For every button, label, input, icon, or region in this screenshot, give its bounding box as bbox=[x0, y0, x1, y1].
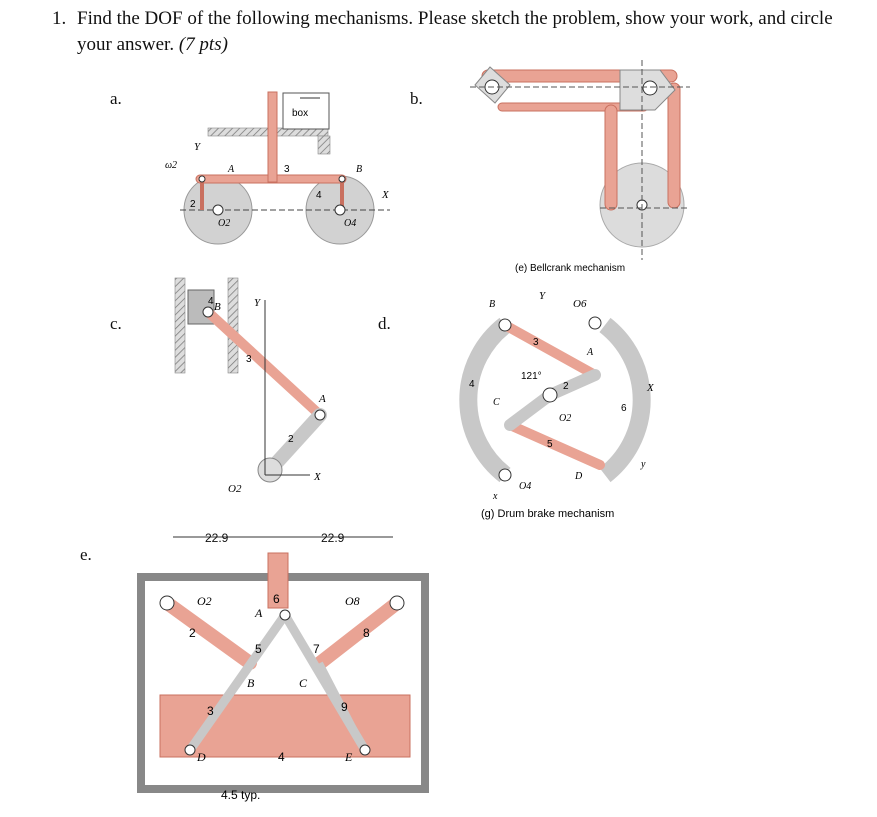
svg-text:Y: Y bbox=[254, 297, 262, 309]
svg-text:3: 3 bbox=[284, 164, 290, 175]
svg-text:Y: Y bbox=[539, 290, 547, 302]
box-label: box bbox=[292, 108, 308, 119]
svg-text:2: 2 bbox=[190, 199, 196, 210]
svg-text:C: C bbox=[299, 676, 308, 690]
svg-text:4.5 typ.: 4.5 typ. bbox=[221, 788, 260, 802]
svg-text:E: E bbox=[344, 750, 353, 764]
question-text: Find the DOF of the following mechanisms… bbox=[77, 6, 847, 58]
pivot-o2 bbox=[212, 204, 224, 216]
question-body: Find the DOF of the following mechanisms… bbox=[77, 8, 833, 55]
svg-text:4: 4 bbox=[278, 750, 285, 764]
svg-text:4: 4 bbox=[469, 379, 475, 390]
svg-text:7: 7 bbox=[313, 642, 320, 656]
svg-text:5: 5 bbox=[255, 642, 262, 656]
svg-text:O4: O4 bbox=[519, 481, 531, 492]
svg-text:6: 6 bbox=[273, 592, 280, 606]
brake-shoe-6 bbox=[599, 317, 651, 483]
figure-b: (e) Bellcrank mechanism bbox=[470, 60, 690, 274]
svg-text:O2: O2 bbox=[197, 594, 212, 608]
pivot-o4 bbox=[334, 204, 346, 216]
link-3-post bbox=[267, 91, 278, 183]
svg-text:3: 3 bbox=[533, 337, 539, 348]
figure-a: box ω2 Y X A B 2 3 4 O2 O4 bbox=[165, 91, 390, 245]
svg-text:121°: 121° bbox=[521, 371, 542, 382]
svg-text:X: X bbox=[646, 382, 655, 394]
svg-text:2: 2 bbox=[288, 434, 294, 445]
svg-text:3: 3 bbox=[246, 354, 252, 365]
svg-text:4: 4 bbox=[316, 190, 322, 201]
svg-text:B: B bbox=[214, 301, 221, 313]
part-a-label: a. bbox=[110, 89, 122, 108]
link-2 bbox=[160, 596, 257, 670]
part-d-label: d. bbox=[378, 314, 391, 333]
svg-text:y: y bbox=[640, 459, 646, 470]
svg-text:X: X bbox=[381, 189, 390, 201]
svg-text:X: X bbox=[313, 471, 322, 483]
svg-text:O6: O6 bbox=[573, 298, 587, 310]
svg-text:22.9: 22.9 bbox=[205, 531, 229, 545]
svg-text:2: 2 bbox=[189, 626, 196, 640]
part-b-label: b. bbox=[410, 89, 423, 108]
svg-text:B: B bbox=[489, 299, 495, 310]
question-number: 1. bbox=[52, 8, 67, 29]
figure-c: B A Y X 2 3 4 O2 bbox=[174, 277, 327, 495]
svg-text:A: A bbox=[586, 347, 594, 358]
link-3 bbox=[187, 661, 253, 752]
svg-text:8: 8 bbox=[363, 626, 370, 640]
svg-text:A: A bbox=[254, 606, 263, 620]
link-vertical-2 bbox=[667, 82, 681, 209]
svg-text:4: 4 bbox=[208, 296, 214, 307]
question-points: (7 pts) bbox=[178, 34, 228, 55]
box-block bbox=[282, 92, 330, 130]
svg-text:9: 9 bbox=[341, 700, 348, 714]
svg-text:D: D bbox=[196, 750, 206, 764]
drum-brake-caption: (g) Drum brake mechanism bbox=[481, 508, 614, 520]
svg-text:Y: Y bbox=[194, 141, 202, 153]
svg-text:A: A bbox=[227, 164, 235, 175]
link-vertical-1 bbox=[604, 104, 618, 211]
svg-text:6: 6 bbox=[621, 403, 627, 414]
figure-d: B Y O6 3 A 4 121° 2 X C O2 6 5 y x O4 D … bbox=[459, 290, 655, 520]
svg-text:O2: O2 bbox=[218, 218, 230, 229]
bellcrank-caption: (e) Bellcrank mechanism bbox=[515, 263, 625, 274]
svg-text:B: B bbox=[247, 676, 255, 690]
svg-text:2: 2 bbox=[563, 381, 569, 392]
svg-text:D: D bbox=[574, 471, 583, 482]
svg-text:5: 5 bbox=[547, 439, 553, 450]
link-9 bbox=[317, 661, 368, 752]
svg-text:A: A bbox=[318, 393, 326, 405]
link-3 bbox=[500, 320, 600, 380]
svg-text:O2: O2 bbox=[559, 413, 571, 424]
figure-e: 22.9 22.9 4.5 typ. O2 O8 A B C D E 2 3 4… bbox=[137, 531, 429, 802]
link-5 bbox=[505, 420, 605, 470]
svg-text:C: C bbox=[493, 397, 500, 408]
part-e-label: e. bbox=[80, 545, 92, 564]
svg-text:x: x bbox=[492, 491, 498, 502]
link-8 bbox=[313, 596, 404, 670]
svg-text:O4: O4 bbox=[344, 218, 356, 229]
svg-text:O8: O8 bbox=[345, 594, 360, 608]
link-3 bbox=[203, 307, 325, 420]
link-2 bbox=[544, 369, 601, 401]
svg-text:B: B bbox=[356, 164, 362, 175]
brake-shoe-4 bbox=[459, 317, 511, 483]
svg-text:O2: O2 bbox=[228, 483, 242, 495]
omega-label: ω2 bbox=[165, 160, 177, 171]
link-6 bbox=[267, 552, 289, 609]
part-c-label: c. bbox=[110, 314, 122, 333]
svg-text:22.9: 22.9 bbox=[321, 531, 345, 545]
link-4 bbox=[159, 694, 411, 758]
svg-text:3: 3 bbox=[207, 704, 214, 718]
